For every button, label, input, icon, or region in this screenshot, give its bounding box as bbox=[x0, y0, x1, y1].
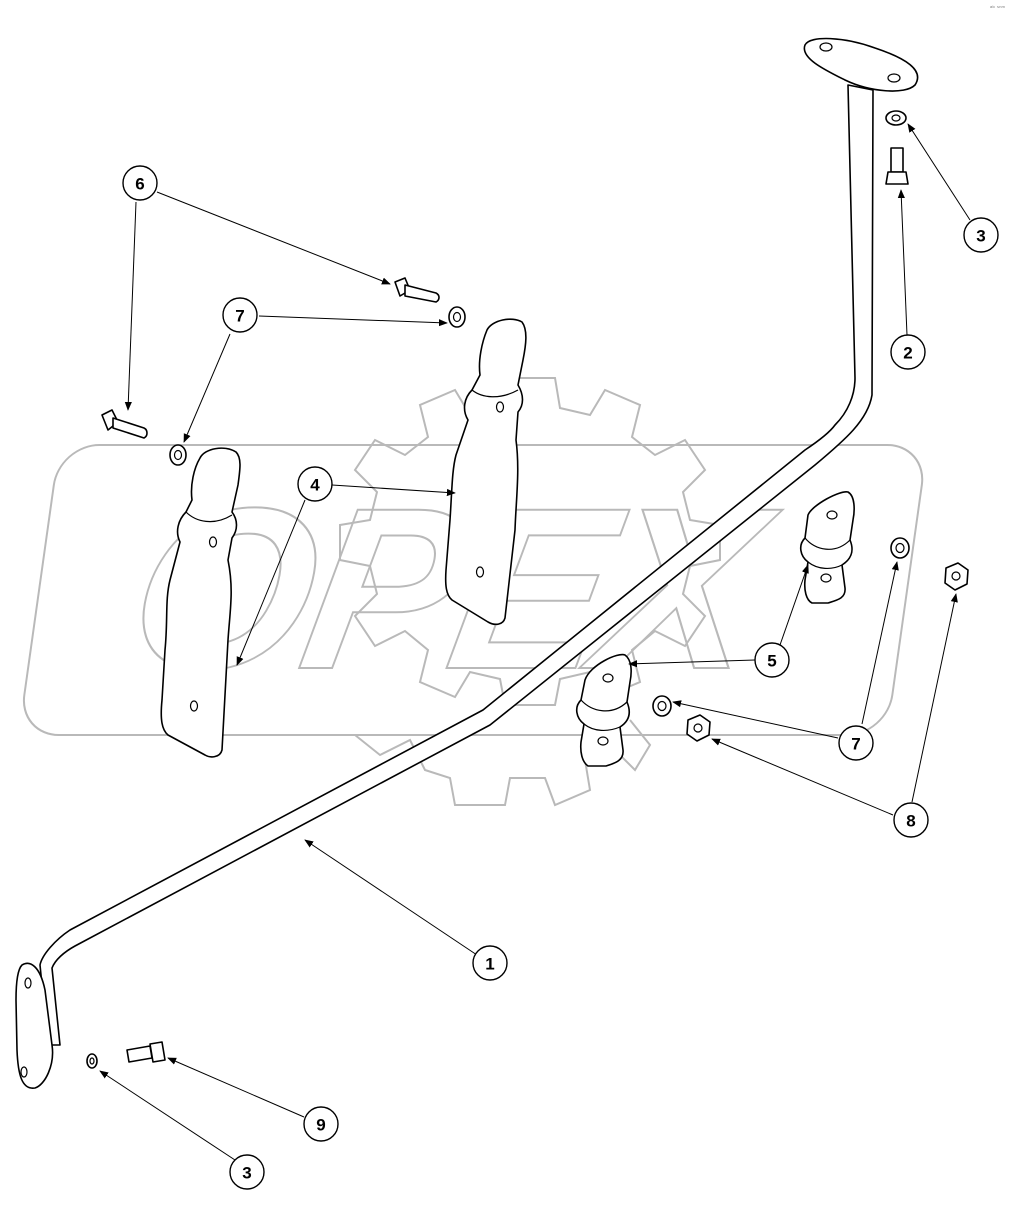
strap-bracket-right-hole-bottom bbox=[475, 566, 485, 578]
bolt-vertical-head bbox=[885, 171, 909, 185]
bolt-upper-shank bbox=[404, 284, 440, 303]
callout-1-label: 1 bbox=[485, 955, 494, 974]
leader-7-right bbox=[861, 561, 899, 725]
strap-bracket-right-hole-top bbox=[495, 401, 505, 413]
clamp-bracket-center-bend bbox=[580, 699, 628, 731]
nut-right bbox=[944, 562, 969, 591]
leader-9 bbox=[167, 1057, 305, 1118]
strap-bracket-right-fold bbox=[471, 389, 519, 398]
callout-2: 2 bbox=[890, 334, 926, 370]
callout-8: 8 bbox=[893, 802, 929, 838]
flat-washer-center bbox=[652, 695, 672, 717]
bolt-lower-head bbox=[149, 1041, 166, 1063]
strap-bracket-left-hole-bottom bbox=[189, 700, 199, 712]
clamp-bracket-right-hole-bottom bbox=[820, 573, 832, 583]
top-plate-hole-left bbox=[819, 42, 833, 52]
strap-bracket-left-fold bbox=[185, 511, 233, 523]
callout-6: 6 bbox=[122, 165, 158, 201]
callout-7-lower-label: 7 bbox=[851, 735, 860, 754]
flat-washer-upper bbox=[448, 306, 466, 328]
callout-3-top-label: 3 bbox=[976, 227, 985, 246]
corner-mark: ᵃᵇ ˢⁿᵐ bbox=[990, 5, 1005, 12]
clamp-bracket-center bbox=[575, 653, 632, 767]
callout-3-top: 3 bbox=[963, 217, 999, 253]
leader-2 bbox=[897, 189, 908, 336]
leader-1 bbox=[304, 839, 478, 956]
top-plate-hole-right bbox=[887, 73, 901, 83]
leader-4-left bbox=[236, 499, 306, 666]
clamp-bracket-right-bend bbox=[804, 537, 851, 569]
frame-tube bbox=[15, 37, 919, 1089]
foot-plate-hole-top bbox=[24, 977, 32, 989]
callout-3-bottom: 3 bbox=[229, 1154, 265, 1190]
leader-5-center bbox=[628, 659, 756, 668]
strap-bracket-right bbox=[444, 318, 527, 626]
callout-3-bottom-label: 3 bbox=[242, 1164, 251, 1183]
bolt-lower-shank bbox=[126, 1045, 153, 1063]
frame-tube-body bbox=[39, 84, 874, 1046]
callout-4: 4 bbox=[297, 466, 333, 502]
strap-bracket-left-body bbox=[160, 447, 241, 758]
leader-7-left bbox=[183, 333, 231, 443]
lock-washer-top-hole bbox=[891, 114, 901, 122]
leader-lines bbox=[99, 123, 971, 1161]
callout-9: 9 bbox=[303, 1106, 339, 1142]
frame-tube-foot-plate bbox=[15, 962, 54, 1089]
clamp-bracket-center-hole-bottom bbox=[597, 736, 609, 746]
leader-4-right bbox=[331, 484, 456, 497]
nut-center bbox=[686, 714, 711, 742]
callout-1: 1 bbox=[472, 945, 508, 981]
clamp-bracket-right-body bbox=[799, 491, 855, 604]
clamp-bracket-right-hole-top bbox=[826, 510, 838, 520]
bolt-left-shank bbox=[112, 417, 148, 439]
callout-5: 5 bbox=[754, 642, 790, 678]
leader-7-center bbox=[672, 700, 839, 739]
bolt-lower bbox=[126, 1041, 166, 1063]
strap-bracket-left bbox=[160, 447, 241, 758]
bolt-left bbox=[101, 409, 148, 439]
leader-6-upper bbox=[156, 191, 391, 285]
watermark-gear-outline bbox=[339, 377, 721, 706]
callout-7-upper-label: 7 bbox=[235, 307, 244, 326]
callout-9-label: 9 bbox=[316, 1116, 325, 1135]
leader-3-bottom bbox=[99, 1070, 236, 1161]
clamp-bracket-center-hole-top bbox=[602, 673, 614, 683]
callouts: 1 2 3 3 4 5 6 7 7 8 9 bbox=[122, 165, 999, 1190]
leader-6-left bbox=[124, 201, 137, 411]
bolt-vertical bbox=[885, 147, 909, 185]
leader-3-top bbox=[907, 123, 971, 221]
strap-bracket-left-hole-top bbox=[208, 536, 218, 548]
callout-2-label: 2 bbox=[903, 344, 912, 363]
flat-washer-right bbox=[890, 537, 910, 559]
leader-5-right bbox=[779, 564, 809, 646]
bolt-vertical-shank bbox=[890, 147, 904, 173]
flat-washer-left bbox=[169, 444, 187, 466]
foot-plate-hole-bottom bbox=[20, 1066, 28, 1078]
lock-washer-bottom-hole bbox=[89, 1057, 95, 1065]
callout-7-upper: 7 bbox=[222, 297, 258, 333]
callout-5-label: 5 bbox=[767, 652, 776, 671]
callout-7-lower: 7 bbox=[838, 725, 874, 761]
clamp-bracket-right bbox=[799, 491, 855, 604]
leader-8-right bbox=[911, 593, 958, 803]
leader-8-center bbox=[711, 738, 894, 816]
bolt-upper bbox=[394, 277, 440, 303]
callout-6-label: 6 bbox=[135, 175, 144, 194]
callout-4-label: 4 bbox=[310, 476, 320, 495]
leader-7-upper bbox=[258, 315, 448, 327]
callout-8-label: 8 bbox=[906, 812, 915, 831]
